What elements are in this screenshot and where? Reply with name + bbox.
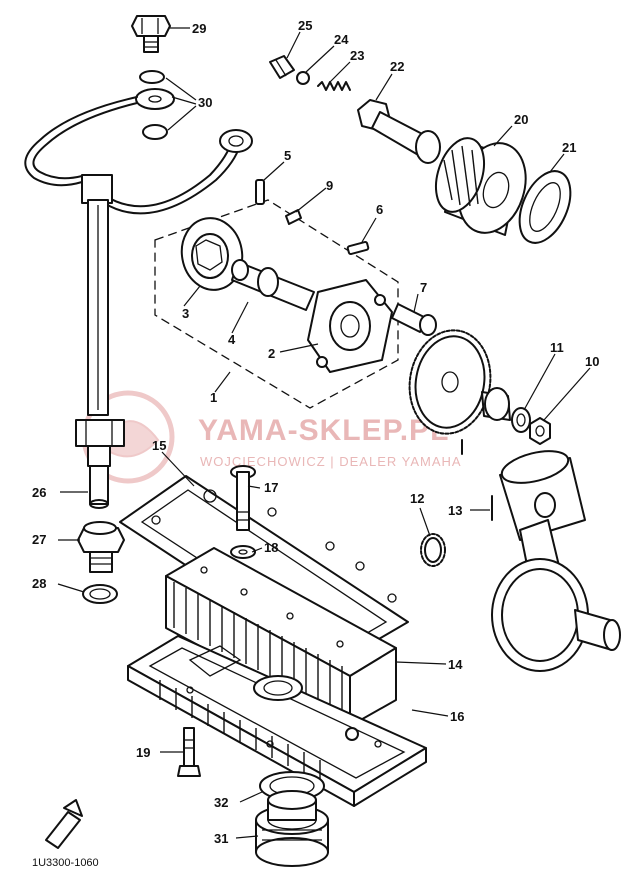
- watermark-subtitle: WOJCIECHOWICZ | DEALER YAMAHA: [200, 454, 462, 469]
- washer-11: [511, 407, 531, 433]
- pump-assembly-outline: [154, 199, 399, 409]
- part-labels: 29 30 25 24 23 22 20 21 5 9 6 3 4 7 2 1 …: [32, 18, 599, 846]
- oil-filter-20: [435, 137, 527, 236]
- pin-6: [346, 240, 370, 256]
- label-31: 31: [214, 831, 228, 846]
- label-13: 13: [448, 503, 462, 518]
- plug-25: [269, 55, 295, 79]
- label-22: 22: [390, 59, 404, 74]
- oil-pipe: [24, 96, 253, 416]
- bolt-19: [177, 727, 201, 777]
- label-3: 3: [182, 306, 189, 321]
- label-16: 16: [450, 709, 464, 724]
- relief-valve-22: [357, 99, 441, 164]
- leader-lines: [57, 27, 591, 839]
- label-4: 4: [228, 332, 236, 347]
- label-7: 7: [420, 280, 427, 295]
- bolt-7: [391, 303, 437, 336]
- watermark: YAMA-SKLEP.PL WOJCIECHOWICZ | DEALER YAM…: [81, 390, 462, 484]
- label-29: 29: [192, 21, 206, 36]
- label-10: 10: [585, 354, 599, 369]
- label-9: 9: [326, 178, 333, 193]
- label-27: 27: [32, 532, 46, 547]
- spring-23: [317, 81, 351, 91]
- label-19: 19: [136, 745, 150, 760]
- washer-18: [230, 545, 256, 559]
- label-14: 14: [448, 657, 463, 672]
- gasket-28: [82, 584, 118, 604]
- bolt-29: [131, 15, 171, 53]
- pump-gear: [408, 329, 511, 435]
- label-1: 1: [210, 390, 217, 405]
- label-15: 15: [152, 438, 166, 453]
- label-18: 18: [264, 540, 278, 555]
- label-17: 17: [264, 480, 278, 495]
- nut-10: [529, 417, 551, 445]
- label-2: 2: [268, 346, 275, 361]
- label-5: 5: [284, 148, 291, 163]
- label-20: 20: [514, 112, 528, 127]
- o-ring-21: [518, 170, 572, 244]
- gear-12: [420, 533, 446, 567]
- label-32: 32: [214, 795, 228, 810]
- ball-24: [296, 71, 310, 85]
- label-12: 12: [410, 491, 424, 506]
- label-30: 30: [198, 95, 212, 110]
- watermark-title: YAMA-SKLEP.PL: [198, 414, 449, 447]
- pin-9: [285, 209, 302, 225]
- front-direction-icon: [45, 799, 83, 849]
- label-25: 25: [298, 18, 312, 33]
- oil-strainer-14: [165, 547, 397, 727]
- label-6: 6: [376, 202, 383, 217]
- label-21: 21: [562, 140, 576, 155]
- washers-30: [135, 70, 175, 140]
- catalog-code: 1U3300-1060: [32, 857, 99, 869]
- label-23: 23: [350, 48, 364, 63]
- oil-pan-16: [127, 635, 427, 807]
- pin-5: [255, 179, 265, 205]
- label-11: 11: [550, 340, 564, 355]
- bolt-17: [230, 465, 256, 531]
- pump-cover-2: [307, 279, 393, 373]
- fitting-26: [75, 419, 125, 509]
- drain-plug-31: [255, 790, 329, 867]
- rotor-3: [180, 217, 244, 291]
- label-26: 26: [32, 485, 46, 500]
- union-27: [77, 521, 125, 573]
- shaft-4: [231, 259, 315, 311]
- crankshaft-piston: [491, 450, 621, 672]
- label-28: 28: [32, 576, 46, 591]
- label-24: 24: [334, 32, 349, 47]
